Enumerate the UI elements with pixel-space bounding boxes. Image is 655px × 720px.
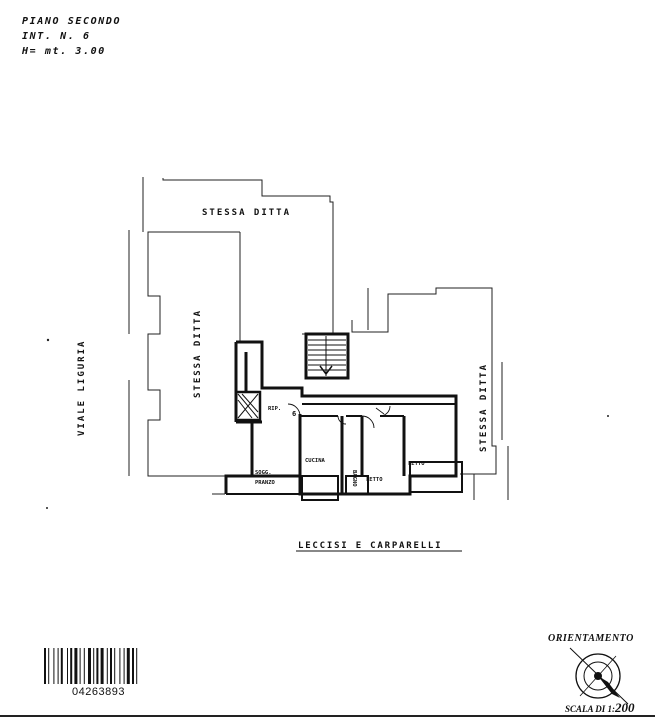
neighbor-left-outline (147, 231, 240, 477)
room-cucina: CUCINA (305, 458, 326, 464)
header-height: H= mt. 3.00 (22, 46, 106, 57)
neighbor-left-label: STESSA DITTA (193, 309, 203, 398)
lift-shaft (237, 393, 259, 419)
room-soggiorno-1: SOGG. (255, 470, 272, 476)
barcode-bar (93, 648, 95, 684)
barcode-bar (79, 648, 81, 684)
orientation-label: ORIENTAMENTO (548, 633, 634, 644)
barcode-bar (67, 648, 68, 684)
neighbor-outlines (128, 177, 509, 500)
header-unit: INT. N. 6 (22, 31, 91, 42)
room-letto-b: LETTO (408, 461, 425, 467)
stray-mark (607, 415, 609, 417)
neighbor-right-outline (351, 287, 497, 475)
barcode-bar (119, 648, 121, 684)
barcode-bar (88, 648, 91, 684)
scale-prefix: SCALA DI 1: (565, 704, 616, 714)
bottom-rule (0, 715, 655, 717)
stray-mark (46, 338, 50, 342)
barcode-bar (44, 648, 46, 684)
barcode-bar (123, 648, 125, 684)
header-floor: PIANO SECONDO (22, 16, 122, 27)
scale-value: 200 (615, 700, 635, 715)
barcode-bar (114, 648, 116, 684)
barcode-bar (57, 648, 59, 684)
barcode-bar (110, 648, 112, 684)
room-soggiorno-2: PRANZO (255, 480, 276, 486)
barcode-bar (53, 648, 55, 684)
barcode-bar (136, 648, 138, 684)
neighbor-bottom-label: LECCISI E CARPARELLI (298, 541, 442, 551)
room-letto-a: LETTO (366, 477, 383, 483)
barcode-bar (132, 648, 134, 684)
barcode-bar (96, 648, 99, 684)
barcode-bar (106, 648, 108, 684)
street-label: VIALE LIGURIA (77, 340, 87, 436)
unit-number: 6 (292, 410, 296, 418)
compass-icon (569, 647, 629, 705)
barcode-bar (48, 648, 50, 684)
barcode-bar (74, 648, 78, 684)
stray-mark (46, 507, 48, 509)
barcode-bar (70, 648, 73, 684)
neighbor-top-label: STESSA DITTA (202, 208, 291, 218)
barcode-bar (60, 648, 63, 684)
room-ripostiglio: RIP. (268, 406, 281, 412)
neighbor-right-label: STESSA DITTA (479, 363, 489, 452)
barcode-bar (126, 648, 130, 684)
barcode-bar (100, 648, 104, 684)
barcode-bar (83, 648, 85, 684)
room-bagno: BAGNO (351, 470, 357, 487)
barcode (44, 648, 138, 684)
stairs (308, 336, 346, 376)
scale-label: SCALA DI 1:200 (565, 700, 635, 716)
neighbor-top-outline (162, 178, 334, 335)
apartment-walls (224, 332, 463, 501)
door-swings (287, 403, 391, 429)
barcode-number: 04263893 (72, 686, 125, 698)
